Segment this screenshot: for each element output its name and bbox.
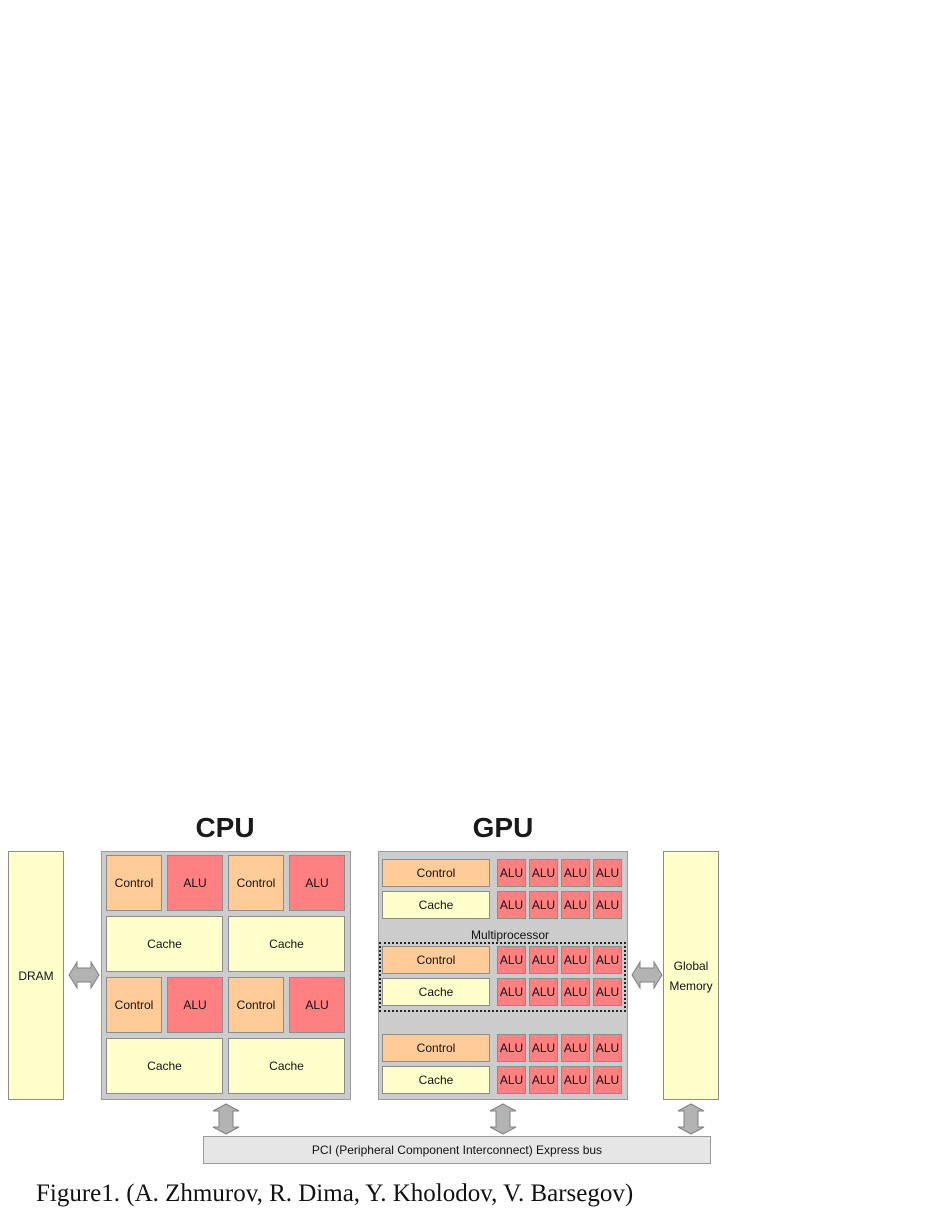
gpu-alu: ALU	[561, 1066, 590, 1094]
cpu-bus-arrow-icon	[212, 1103, 240, 1135]
gpu-alu: ALU	[561, 859, 590, 887]
cpu-alu-3: ALU	[167, 977, 223, 1033]
cpu-control-4: Control	[228, 977, 284, 1033]
gpu-alu: ALU	[497, 978, 526, 1006]
gpu-alu: ALU	[561, 978, 590, 1006]
cpu-alu-4: ALU	[289, 977, 345, 1033]
multiprocessor-label: Multiprocessor	[470, 928, 550, 942]
gpu-alu: ALU	[593, 978, 622, 1006]
gpu-title: GPU	[472, 812, 534, 843]
global-memory-block: Global Memory	[663, 851, 719, 1100]
gpu-alu: ALU	[497, 1034, 526, 1062]
gpu-alu: ALU	[561, 946, 590, 974]
cpu-title: CPU	[195, 812, 255, 843]
gpu-alu: ALU	[529, 859, 558, 887]
gpu-cache-1: Cache	[382, 891, 490, 919]
gpu-alu: ALU	[497, 891, 526, 919]
gpu-cache-3: Cache	[382, 1066, 490, 1094]
cpu-cache-1: Cache	[106, 916, 223, 972]
cpu-alu-2: ALU	[289, 855, 345, 911]
gpu-alu: ALU	[593, 1034, 622, 1062]
gpu-alu: ALU	[593, 891, 622, 919]
gpu-alu: ALU	[529, 946, 558, 974]
cpu-control-1: Control	[106, 855, 162, 911]
cpu-alu-1: ALU	[167, 855, 223, 911]
gpu-control-3: Control	[382, 1034, 490, 1062]
gpu-alu: ALU	[529, 1034, 558, 1062]
figure-caption: Figure1. (A. Zhmurov, R. Dima, Y. Kholod…	[36, 1180, 634, 1207]
gpu-memory-arrow-icon	[631, 960, 663, 990]
gpu-alu: ALU	[561, 1034, 590, 1062]
global-memory-label-line2: Memory	[669, 978, 713, 993]
gpu-cache-2: Cache	[382, 978, 490, 1006]
gpu-alu: ALU	[529, 978, 558, 1006]
memory-bus-arrow-icon	[677, 1103, 705, 1135]
cpu-cache-3: Cache	[106, 1038, 223, 1094]
cpu-control-2: Control	[228, 855, 284, 911]
global-memory-label-line1: Global	[673, 958, 709, 973]
bus-label: PCI (Peripheral Component Interconnect) …	[311, 1143, 603, 1157]
dram-label: DRAM	[18, 968, 54, 983]
dram-block: DRAM	[8, 851, 64, 1100]
gpu-control-2: Control	[382, 946, 490, 974]
gpu-alu: ALU	[497, 946, 526, 974]
gpu-alu: ALU	[593, 1066, 622, 1094]
pci-express-bus: PCI (Peripheral Component Interconnect) …	[203, 1136, 711, 1164]
gpu-alu: ALU	[561, 891, 590, 919]
cpu-cache-4: Cache	[228, 1038, 345, 1094]
gpu-control-1: Control	[382, 859, 490, 887]
gpu-alu: ALU	[497, 859, 526, 887]
dram-cpu-arrow-icon	[68, 960, 100, 990]
cpu-cache-2: Cache	[228, 916, 345, 972]
gpu-alu: ALU	[529, 1066, 558, 1094]
multiprocessor-outline	[379, 942, 626, 1012]
gpu-alu: ALU	[593, 946, 622, 974]
cpu-control-3: Control	[106, 977, 162, 1033]
gpu-alu: ALU	[497, 1066, 526, 1094]
gpu-bus-arrow-icon	[489, 1103, 517, 1135]
gpu-alu: ALU	[593, 859, 622, 887]
gpu-alu: ALU	[529, 891, 558, 919]
